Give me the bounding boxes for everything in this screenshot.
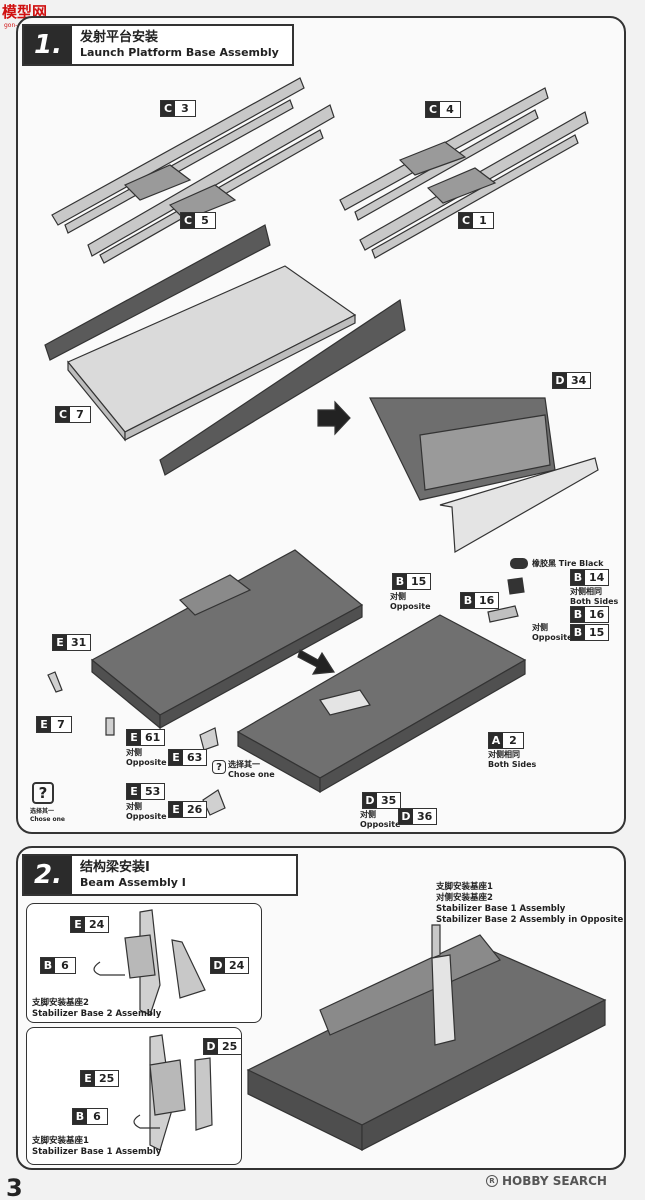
rail-pair-right — [339, 87, 589, 259]
step-title-zh: 发射平台安装 — [80, 30, 159, 45]
part-e53 — [202, 789, 226, 816]
front-bracket — [439, 457, 599, 553]
dark-beam-right — [159, 298, 406, 476]
part-e31 — [47, 671, 63, 693]
part-e61 — [199, 727, 219, 751]
arrow-diagonal — [297, 649, 336, 675]
step-1-header: 1. 发射平台安装 Launch Platform Base Assembly — [22, 24, 294, 66]
step-title-en: Launch Platform Base Assembly — [80, 46, 279, 59]
plate-d25 — [194, 1057, 213, 1131]
step-2-header: 2. 结构梁安装I Beam Assembly I — [22, 854, 298, 896]
rail-pair-left — [51, 77, 335, 264]
stabilizer-inset — [431, 954, 456, 1046]
brand-logo: R HOBBY SEARCH — [486, 1174, 607, 1188]
registered-icon: R — [486, 1175, 498, 1187]
part-e7 — [105, 717, 115, 736]
page-number: 3 — [6, 1174, 23, 1200]
choose-one-icon: ? — [212, 760, 226, 774]
step-number: 1. — [24, 26, 72, 64]
tire-part — [507, 577, 525, 595]
tire-black-legend: 橡胶黑 Tire Black — [510, 558, 603, 569]
step-title-en: Beam Assembly I — [80, 876, 186, 889]
step-title-zh: 结构梁安装I — [80, 860, 150, 875]
stand-part — [319, 689, 371, 716]
plate-d24 — [171, 939, 206, 999]
tire-black-swatch — [510, 558, 528, 569]
choose-one-icon-large: ? — [32, 782, 54, 804]
arrow-right — [317, 400, 351, 436]
stabilizer-assembly-note: 支脚安装基座1 对侧安装基座2 Stabilizer Base 1 Assemb… — [436, 882, 624, 925]
step-number: 2. — [24, 856, 72, 894]
dark-beam-left — [44, 224, 271, 361]
